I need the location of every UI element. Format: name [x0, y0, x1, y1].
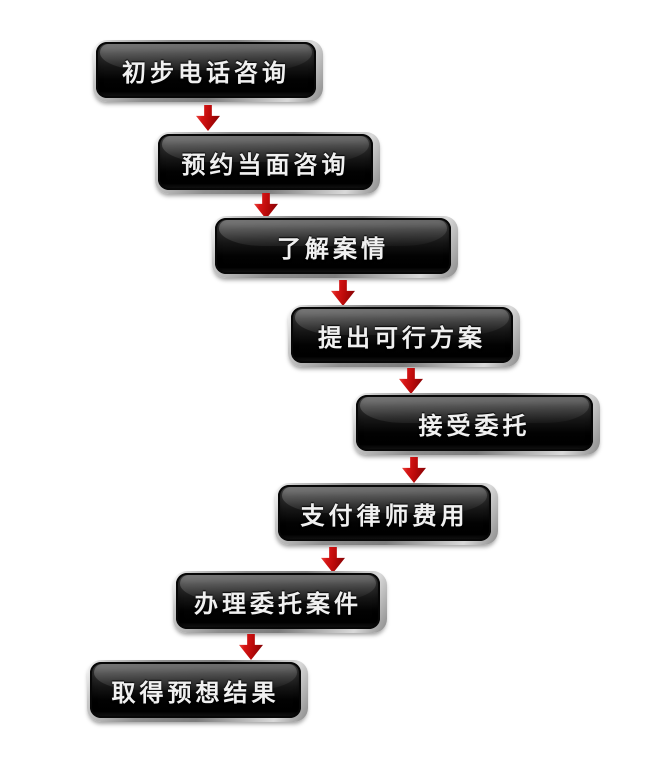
flow-step-5-label: 接受委托 [418, 412, 531, 440]
flow-step-7-label: 办理委托案件 [194, 590, 362, 618]
flow-step-3-body: 了解案情 [215, 218, 451, 274]
flow-step-2-label: 预约当面咨询 [181, 151, 350, 179]
flow-step-4: 提出可行方案 [288, 305, 520, 367]
flow-step-8: 取得预想结果 [87, 660, 308, 722]
flow-step-8-body: 取得预想结果 [90, 662, 301, 718]
flow-step-1-body: 初步电话咨询 [96, 42, 316, 98]
flow-step-4-label: 提出可行方案 [318, 324, 486, 352]
arrow-down-icon [399, 368, 423, 394]
arrow-down-icon [196, 105, 220, 131]
arrow-down-icon [402, 457, 426, 483]
flow-step-1: 初步电话咨询 [93, 40, 323, 102]
flow-step-8-label: 取得预想结果 [111, 679, 280, 707]
flow-step-4-body: 提出可行方案 [291, 307, 513, 363]
flow-step-3: 了解案情 [212, 216, 458, 278]
flow-step-5-body: 接受委托 [356, 395, 593, 451]
flow-step-7: 办理委托案件 [173, 571, 387, 633]
arrow-down-icon [331, 280, 355, 306]
flow-step-5: 接受委托 [353, 393, 600, 455]
flow-step-2: 预约当面咨询 [155, 132, 380, 194]
arrow-down-icon [239, 634, 263, 660]
flow-step-1-label: 初步电话咨询 [122, 59, 290, 87]
flow-step-2-body: 预约当面咨询 [158, 134, 373, 190]
flow-step-7-body: 办理委托案件 [176, 573, 380, 629]
flow-step-6-body: 支付律师费用 [278, 485, 491, 541]
arrow-down-icon [321, 547, 345, 573]
flow-step-6: 支付律师费用 [275, 483, 498, 545]
flow-step-6-label: 支付律师费用 [300, 502, 469, 530]
flow-step-3-label: 了解案情 [277, 235, 389, 263]
